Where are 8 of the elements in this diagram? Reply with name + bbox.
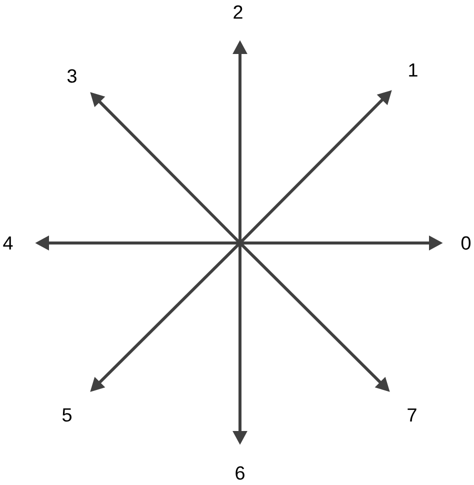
- direction-number: 2: [234, 5, 242, 19]
- direction-number: 7: [408, 408, 416, 422]
- direction-number: 5: [62, 408, 72, 422]
- direction-number: 0: [461, 236, 471, 250]
- direction-number: 4: [3, 236, 13, 250]
- direction-number: 1: [409, 63, 418, 77]
- direction-number: 3: [67, 69, 76, 83]
- direction-number: 6: [236, 466, 244, 480]
